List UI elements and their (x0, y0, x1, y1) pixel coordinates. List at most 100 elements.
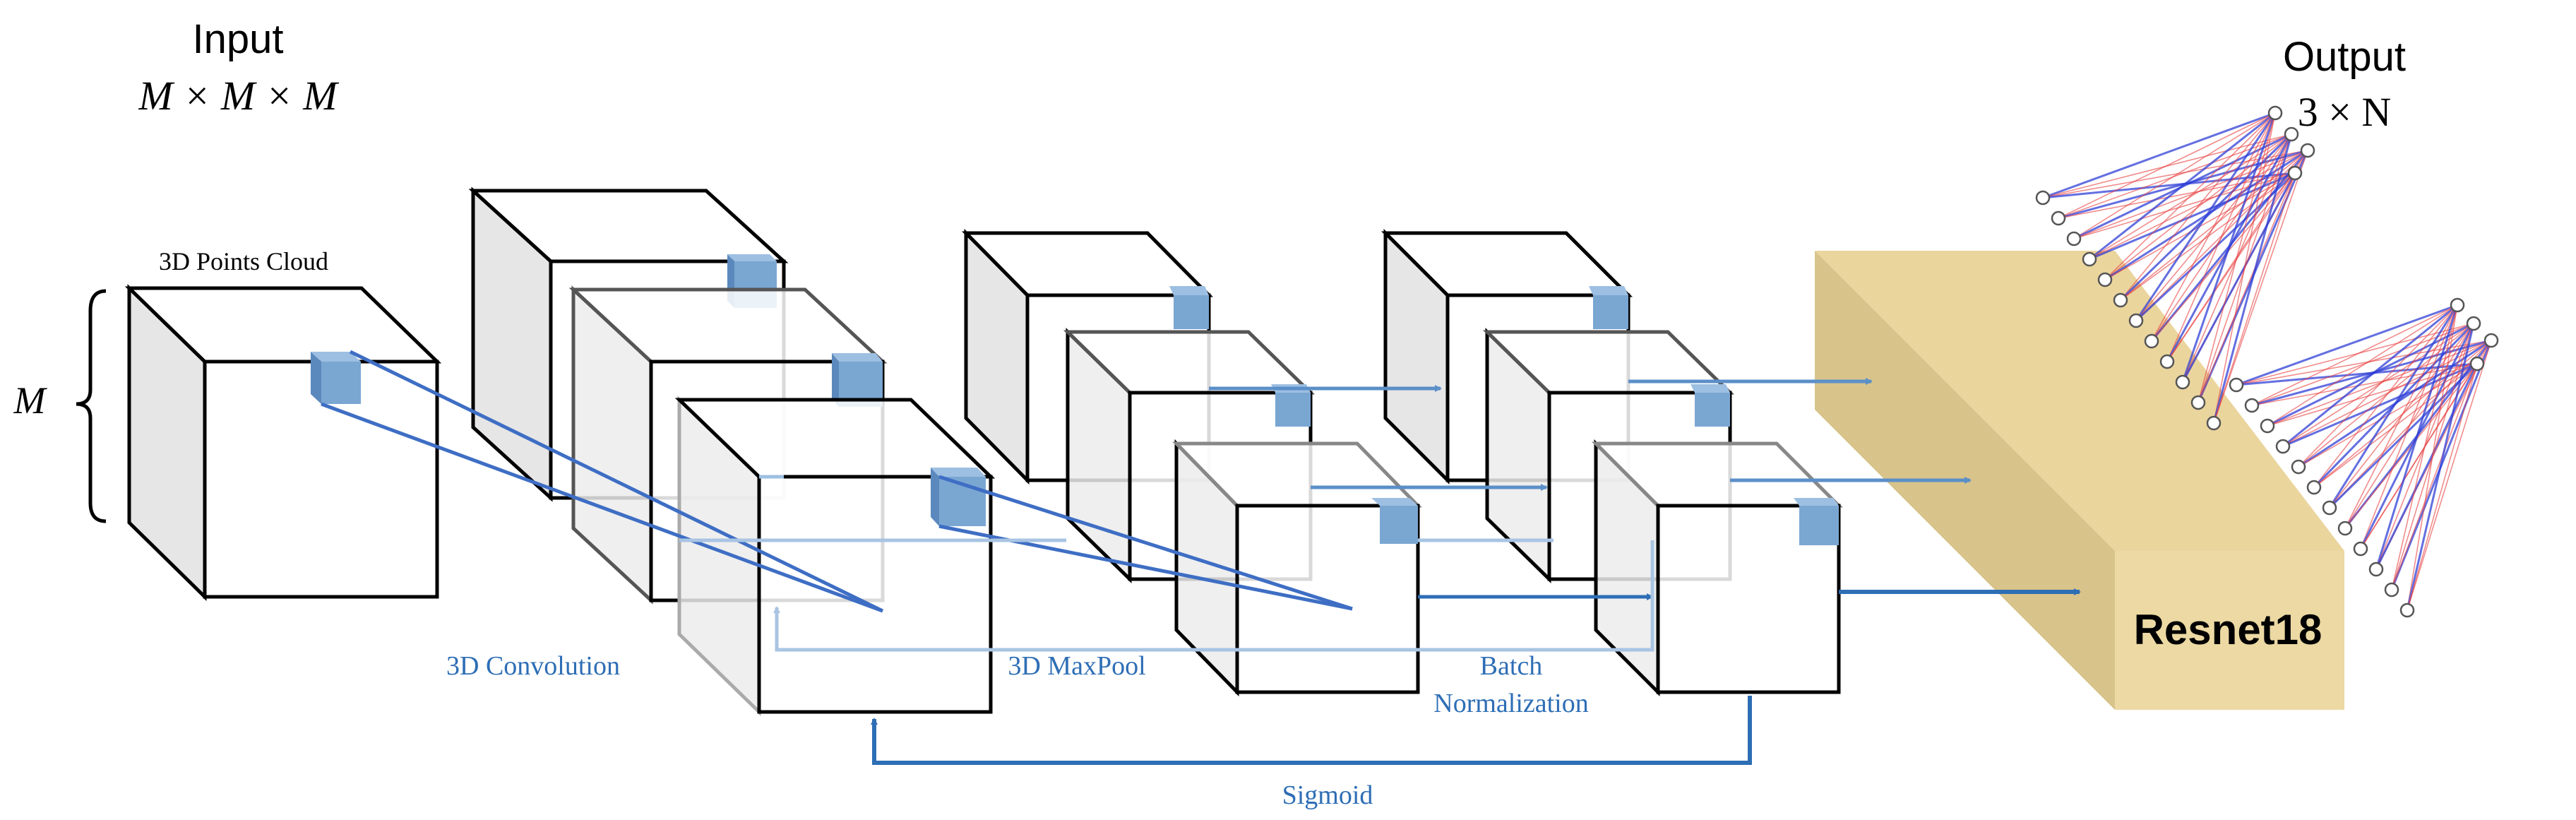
network-connection (2198, 172, 2296, 403)
batchnorm-kernel-a (1589, 286, 1628, 329)
input-dimensions: M × M × M (138, 73, 339, 119)
batchnorm-kernel-c (1794, 498, 1839, 545)
network-connection (2375, 363, 2479, 570)
network-connection (2236, 304, 2458, 386)
input-title: Input (193, 16, 284, 62)
conv1-kernel-c (931, 468, 986, 526)
network-connection (2058, 172, 2296, 219)
network-connection (2236, 362, 2478, 386)
conv-label: 3D Convolution (446, 651, 620, 681)
conv-block-1 (468, 186, 996, 716)
network-node (2066, 231, 2082, 246)
network-node (2287, 165, 2303, 181)
network-connection (2120, 112, 2276, 301)
network-connection (2181, 172, 2296, 383)
network-node (2322, 500, 2337, 516)
network-connection (2391, 304, 2458, 590)
batchnorm-block (1381, 228, 1844, 697)
network-connection (2282, 304, 2458, 448)
input-dimension-bracket (76, 289, 107, 523)
maxpool-kernel-b (1271, 384, 1311, 427)
network-node (2469, 356, 2485, 372)
network-node (2035, 190, 2051, 206)
output-title: Output (2283, 34, 2406, 80)
input-kernel-cube (311, 352, 361, 404)
output-dimensions: 3 × N (2298, 89, 2392, 135)
network-node (2300, 143, 2315, 158)
network-node (2483, 333, 2499, 348)
network-node (2097, 272, 2113, 287)
network-connection (2089, 112, 2276, 261)
network-node (2275, 439, 2291, 454)
batchnorm-kernel-b (1690, 384, 1730, 427)
maxpool-block (962, 228, 1422, 697)
network-node (2384, 582, 2399, 598)
network-connection (2073, 112, 2276, 239)
network-connection (2236, 323, 2474, 386)
network-connection (2267, 304, 2458, 427)
network-node (2466, 316, 2481, 331)
network-connection (2089, 150, 2308, 260)
output-network-a (2035, 105, 2315, 431)
network-connection (2360, 304, 2458, 549)
maxpool-kernel-c (1371, 498, 1418, 544)
network-node (2244, 398, 2260, 413)
network-node (2113, 292, 2128, 308)
network-node (2144, 333, 2159, 349)
network-node (2190, 395, 2206, 410)
maxpool-kernel-a (1169, 286, 1209, 329)
network-connection (2181, 112, 2277, 383)
output-network-b (2229, 297, 2499, 618)
network-node (2368, 561, 2384, 577)
network-node (2337, 521, 2353, 536)
network-connection (2344, 304, 2458, 529)
sigmoid-label: Sigmoid (1282, 780, 1373, 810)
batch-norm-label-line1: Batch (1480, 651, 1543, 681)
network-node (2159, 354, 2175, 369)
network-connection (2313, 304, 2458, 488)
network-connection (2151, 112, 2276, 342)
resnet-label: Resnet18 (2134, 606, 2322, 653)
network-connection (2407, 340, 2492, 611)
network-node (2291, 459, 2306, 475)
network-connection (2251, 363, 2478, 406)
network-connection (2375, 304, 2459, 570)
network-connection (2328, 304, 2459, 509)
network-connection (2407, 304, 2458, 611)
network-node (2267, 105, 2283, 121)
network-connection (2213, 172, 2296, 424)
network-node (2206, 415, 2222, 431)
network-node (2128, 313, 2144, 328)
network-node (2450, 297, 2465, 313)
network-node (2306, 480, 2322, 495)
network-connection (2073, 150, 2308, 239)
network-connection (2407, 363, 2478, 611)
maxpool-label: 3D MaxPool (1008, 651, 1145, 681)
network-node (2399, 602, 2415, 618)
network-node (2284, 126, 2299, 142)
network-node (2353, 541, 2368, 557)
network-node (2051, 210, 2066, 226)
network-node (2260, 418, 2275, 434)
flow-arrows (679, 378, 2081, 765)
points-cloud-label: 3D Points Cloud (159, 247, 328, 275)
batch-norm-label-line2: Normalization (1433, 689, 1588, 718)
network-connection (2391, 363, 2478, 590)
network-connection (2251, 304, 2458, 406)
network-connection (2213, 112, 2276, 424)
conv-projection-lines (321, 350, 1353, 613)
input-m-label: M (13, 379, 48, 422)
network-connection (2212, 133, 2293, 424)
network-connection (2135, 112, 2277, 321)
network-connection (2058, 112, 2276, 219)
network-connection (2282, 362, 2478, 448)
network-connection (2406, 323, 2475, 611)
network-connection (2198, 112, 2276, 403)
network-connection (2298, 304, 2458, 468)
input-cube (124, 284, 442, 601)
network-node (2082, 251, 2097, 267)
network-connection (2104, 112, 2276, 280)
network-connection (2042, 112, 2276, 199)
network-node (2175, 374, 2190, 390)
